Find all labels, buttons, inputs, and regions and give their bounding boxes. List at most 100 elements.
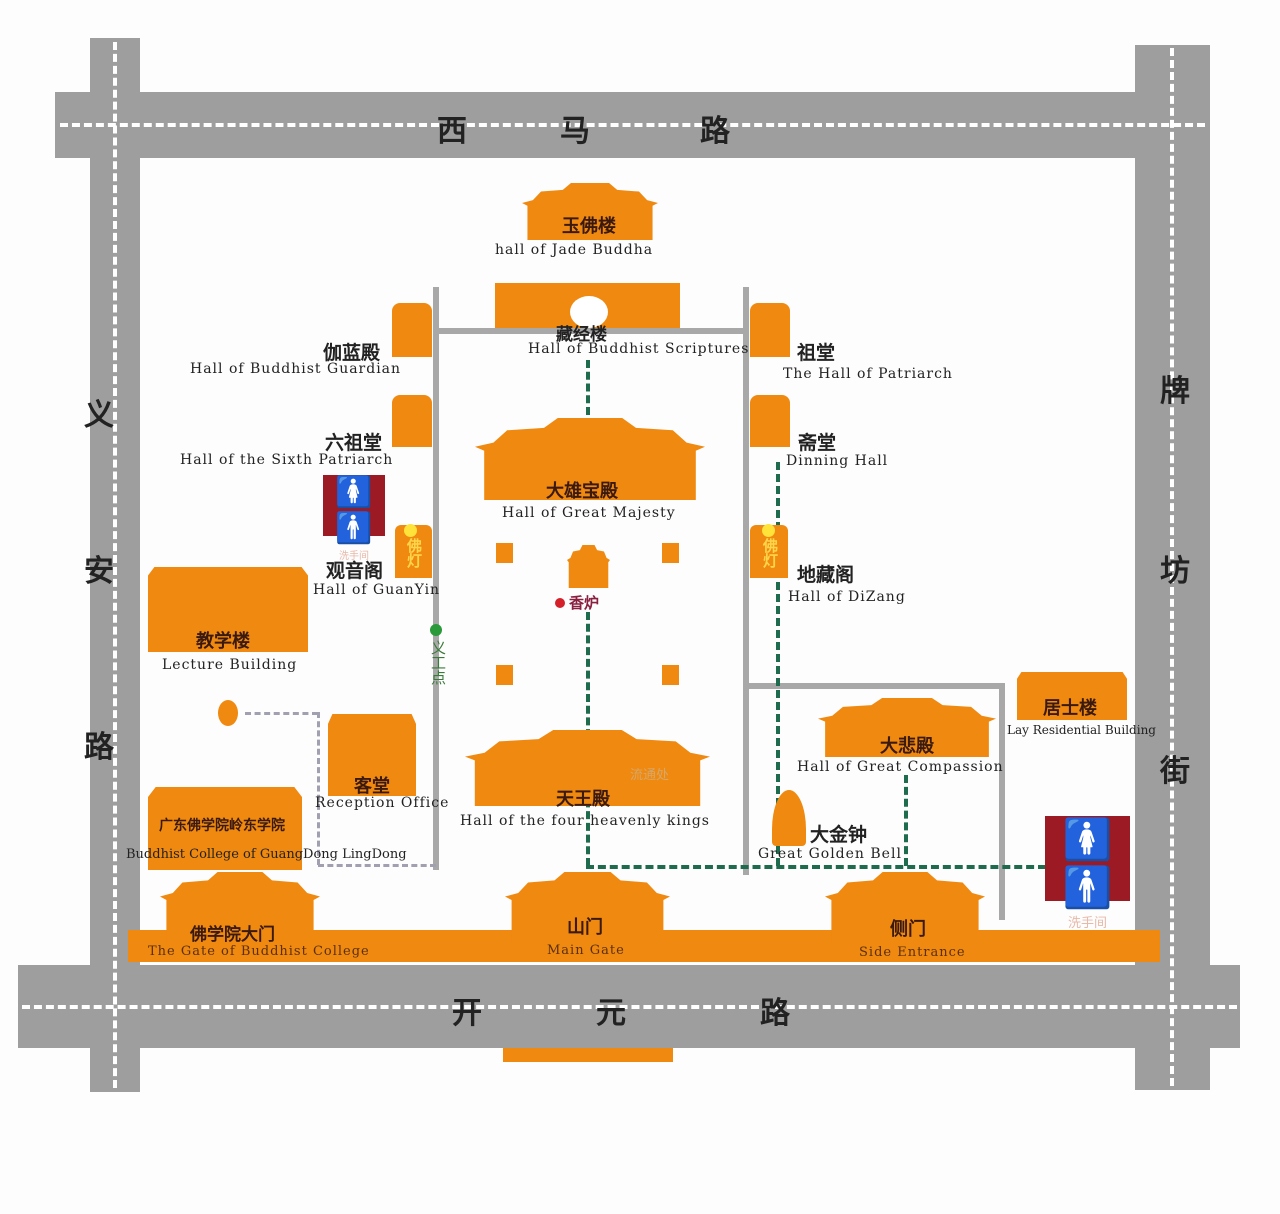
lay-cn: 居士楼 (1043, 698, 1097, 719)
road-south-label: 路 (760, 996, 790, 1031)
patriarch-cn: 祖堂 (797, 342, 836, 364)
wall (743, 287, 749, 875)
guanyin-cn: 观音阁 (326, 560, 384, 582)
wall (749, 683, 1005, 689)
jade-buddha-en: hall of Jade Buddha (495, 242, 654, 258)
road-centerline (113, 42, 117, 1088)
road-north-label: 路 (700, 114, 730, 149)
patriarch-en: The Hall of Patriarch (783, 366, 953, 382)
restroom-label: 洗手间 (339, 551, 369, 562)
road-east-label: 街 (1160, 754, 1190, 789)
oval-marker (218, 700, 238, 726)
incense-burner-icon[interactable] (567, 545, 610, 588)
restroom-icon: 🚺🚹 (1062, 817, 1113, 911)
dizang-en: Hall of DiZang (788, 589, 906, 605)
great-majesty-cn: 大雄宝殿 (546, 481, 618, 502)
bell-icon[interactable] (772, 790, 806, 846)
wall (999, 683, 1005, 920)
reception-office[interactable] (328, 714, 416, 796)
volunteer-cn: 义工点 (429, 640, 447, 685)
south-plaza (503, 1048, 673, 1062)
road-north-label: 马 (560, 114, 590, 149)
guardian-hall[interactable] (392, 303, 432, 357)
road-west-label: 义 (84, 398, 114, 433)
dining-cn: 斋堂 (798, 432, 837, 454)
arch-circle (570, 296, 608, 328)
guardian-cn: 伽蓝殿 (323, 342, 381, 364)
dining-en: Dinning Hall (786, 453, 889, 469)
sixth-patriarch-hall[interactable] (392, 395, 432, 447)
college-en: Buddhist College of GuangDong LingDong (126, 847, 407, 862)
road-south-label: 元 (596, 996, 626, 1031)
gray-dashed-path (317, 712, 320, 865)
incense-dot (555, 598, 565, 608)
volunteer-dot (430, 624, 442, 636)
scriptures-en: Hall of Buddhist Scriptures (528, 341, 750, 357)
road-south-label: 开 (452, 996, 482, 1031)
four-kings-en: Hall of the four heavenly kings (460, 813, 710, 829)
great-compassion-hall[interactable] (818, 698, 996, 757)
reception-en: Reception Office (315, 795, 450, 811)
restroom-label: 洗手间 (1067, 916, 1107, 931)
road-east-label: 坊 (1160, 554, 1190, 589)
side-entrance-gate[interactable] (825, 872, 985, 942)
gray-dashed-path (318, 864, 436, 867)
bell-en: Great Golden Bell (758, 846, 902, 862)
incense-cn: 香炉 (569, 594, 600, 612)
four-kings-hall[interactable] (465, 730, 710, 806)
courtyard-pillar (662, 543, 679, 563)
scriptures-cn: 藏经楼 (556, 325, 607, 345)
road-centerline (1170, 48, 1174, 1086)
wall (436, 328, 746, 334)
light-icon (404, 524, 417, 537)
sixth-patriarch-cn: 六祖堂 (325, 432, 383, 454)
road-north-label: 西 (437, 114, 467, 149)
lecture-cn: 教学楼 (196, 631, 250, 652)
college-gate-cn: 佛学院大门 (190, 925, 275, 945)
great-majesty-en: Hall of Great Majesty (502, 505, 676, 521)
restroom-icon: 🚺🚹 (335, 475, 373, 546)
light-icon (762, 524, 775, 537)
wall (433, 287, 439, 870)
lantern-label: 佛灯 (761, 538, 779, 568)
main-gate-cn: 山门 (567, 917, 603, 938)
guanyin-en: Hall of GuanYin (313, 582, 441, 598)
restroom-sign[interactable]: 🚺🚹 洗手间 (1045, 816, 1130, 931)
dining-hall[interactable] (750, 395, 790, 447)
walking-path (776, 462, 780, 866)
bell-cn: 大金钟 (810, 824, 868, 846)
lecture-building[interactable] (148, 567, 308, 652)
compassion-en: Hall of Great Compassion (797, 759, 1004, 775)
main-gate-en: Main Gate (547, 943, 625, 958)
courtyard-pillar (496, 665, 513, 685)
road-west-label: 路 (84, 730, 114, 765)
jade-buddha-hall[interactable] (522, 183, 658, 240)
restroom-sign[interactable]: 🚺🚹 洗手间 (323, 475, 385, 562)
road-west-label: 安 (84, 554, 114, 589)
college-cn: 广东佛学院岭东学院 (159, 818, 285, 834)
guardian-en: Hall of Buddhist Guardian (190, 361, 402, 377)
four-kings-cn: 天王殿 (556, 789, 610, 810)
great-majesty-hall[interactable] (475, 418, 705, 500)
patriarch-hall[interactable] (750, 303, 790, 357)
college-gate-en: The Gate of Buddhist College (148, 944, 370, 959)
road-east-label: 牌 (1160, 374, 1190, 409)
gray-dashed-path (245, 712, 318, 715)
lecture-en: Lecture Building (162, 657, 298, 673)
main-gate[interactable] (505, 872, 670, 942)
circulation-cn: 流通处 (630, 768, 670, 783)
road-centerline (60, 123, 1205, 127)
lay-residential-building[interactable] (1017, 672, 1127, 720)
reception-cn: 客堂 (354, 776, 390, 797)
courtyard-pillar (662, 665, 679, 685)
walking-path (586, 360, 590, 415)
lantern-label: 佛灯 (405, 538, 423, 568)
sixth-patriarch-en: Hall of the Sixth Patriarch (180, 452, 394, 468)
buddhist-college[interactable] (148, 787, 302, 870)
compassion-cn: 大悲殿 (880, 736, 934, 757)
college-gate[interactable] (160, 872, 320, 942)
lay-en: Lay Residential Building (1007, 723, 1156, 737)
walking-path (904, 775, 908, 866)
road-centerline (22, 1005, 1237, 1009)
walking-path (586, 865, 1046, 869)
